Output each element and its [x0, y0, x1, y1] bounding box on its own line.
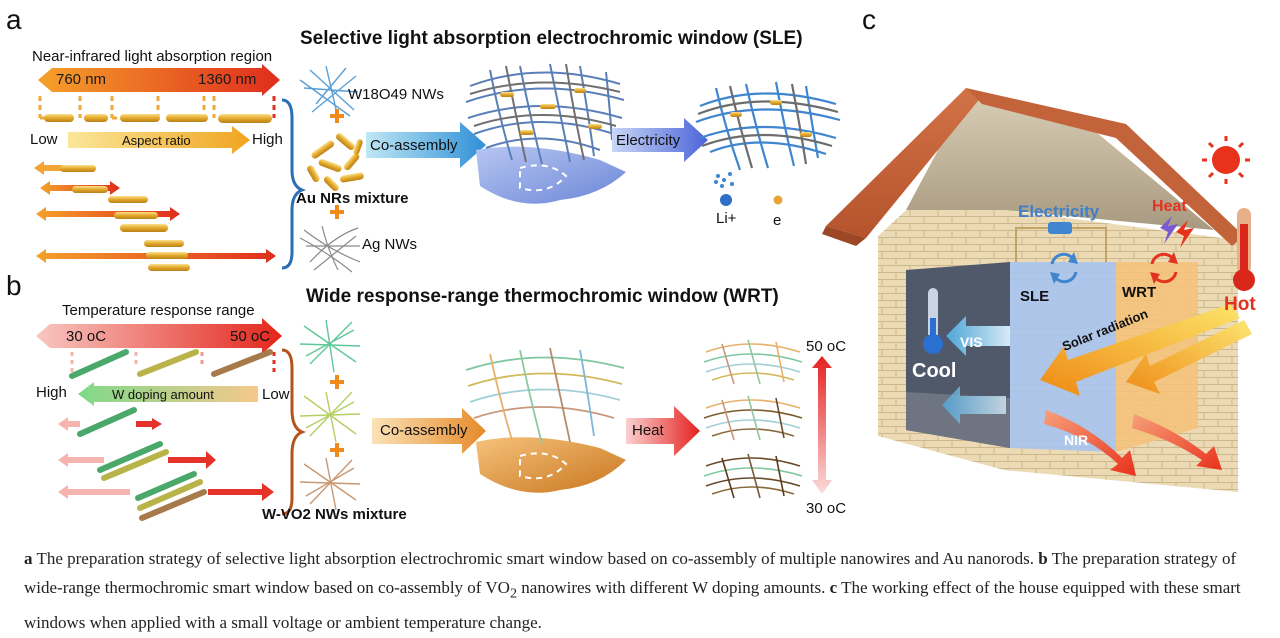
- nm-high-label: 1360 nm: [198, 71, 257, 88]
- house-sle-label: SLE: [1020, 288, 1050, 305]
- temp-high-label: 50 oC: [230, 328, 271, 345]
- co-assembly-label-a: Co-assembly: [370, 137, 458, 154]
- wrt-title: Wide response-range thermochromic window…: [306, 286, 779, 307]
- top-temp-label: 50 oC: [806, 338, 847, 355]
- caption-text-a: The preparation strategy of selective li…: [32, 549, 1039, 568]
- aspect-high-label: High: [252, 131, 283, 148]
- au-mixture-label: Au NRs mixture: [296, 190, 409, 207]
- solar-radiation-arrow: [1040, 304, 1240, 396]
- nir-arrow-2: [1132, 414, 1222, 470]
- vis-arrow: [946, 316, 1010, 356]
- co-assembly-label-b: Co-assembly: [380, 422, 468, 439]
- vo2-network-yellowgreen: [299, 391, 361, 443]
- nir-range-arrow: [38, 64, 280, 96]
- thermo-mesh-middle: [703, 395, 803, 441]
- brace-a: [281, 98, 307, 270]
- panel-letter-a: a: [6, 4, 22, 35]
- electricity-arrow: [612, 118, 708, 162]
- figure-graphics: [34, 63, 1255, 521]
- e-label: e: [773, 212, 782, 229]
- wrt-mesh-film: [465, 347, 626, 493]
- electricity-label-a: Electricity: [616, 132, 681, 149]
- nm-low-label: 760 nm: [56, 71, 107, 88]
- thermo-mesh-top: [703, 339, 803, 385]
- li-ion-icon: [714, 172, 734, 206]
- plus-signs-a: [330, 109, 344, 219]
- panel-letter-b: b: [6, 270, 22, 301]
- caption-text-c: The working effect of the house equipped…: [24, 578, 1241, 633]
- nir-region-label: Near-infrared light absorption region: [32, 48, 273, 65]
- doping-arrow: [78, 382, 258, 406]
- caption-text-b2: nanowires with different W doping amount…: [517, 578, 830, 597]
- vo2-network-green: [299, 319, 361, 373]
- caption-tag-b: b: [1038, 549, 1048, 568]
- electron-icon: [773, 195, 783, 205]
- house-vis-label: VIS: [960, 334, 983, 350]
- nir-arrow-1: [1044, 410, 1136, 476]
- aspect-ratio-label: Aspect ratio: [122, 133, 191, 148]
- w18o49-label: W18O49 NWs: [348, 86, 444, 103]
- brace-b: [281, 348, 307, 516]
- temperature-vertical-arrow: [812, 356, 832, 494]
- temp-range-label: Temperature response range: [62, 302, 255, 319]
- spectral-arrows-a: [34, 161, 276, 271]
- aspect-ratio-arrow: [68, 126, 250, 154]
- vo2-network-brown: [299, 457, 361, 511]
- w18o49-text: W18O49 NWs: [348, 86, 444, 103]
- hot-thermometer-icon: [1233, 208, 1255, 291]
- spectral-arrows-b: [58, 407, 274, 521]
- sun-icon: [1202, 136, 1250, 184]
- sle-title: Selective light absorption electrochromi…: [300, 28, 803, 49]
- caption-tag-a: a: [24, 549, 33, 568]
- co-assembly-arrow-a: [366, 122, 486, 168]
- co-assembly-arrow-b: [372, 408, 486, 454]
- caption-text-b1: The preparation strategy of wide-range t…: [24, 549, 1237, 597]
- temp-low-label: 30 oC: [66, 328, 107, 345]
- plus-signs-b: [330, 375, 344, 457]
- gold-nanorods-row: [44, 114, 272, 123]
- heat-lightning-icon: [1160, 216, 1194, 248]
- house-heat-label: Heat: [1152, 198, 1187, 215]
- vo2-mixture-label: W-VO2 NWs mixture: [262, 506, 407, 523]
- heat-arrow: [626, 406, 700, 456]
- thermo-mesh-bottom: [703, 453, 803, 499]
- house-wrt-label: WRT: [1122, 284, 1157, 301]
- house-cool-label: Cool: [912, 360, 957, 382]
- cycle-icon-wrt: [1150, 252, 1178, 284]
- cycle-icon-sle: [1050, 252, 1078, 284]
- ag-nanowires: [299, 225, 361, 273]
- bottom-temp-label: 30 oC: [806, 500, 847, 517]
- panel-letter-c: c: [862, 4, 876, 35]
- temp-dashed-guides: [70, 352, 276, 374]
- temperature-range-arrow: [36, 318, 282, 354]
- solar-arrow-2: [1126, 320, 1252, 394]
- vo2-nanowires-row: [69, 349, 273, 379]
- heat-label-b: Heat: [632, 422, 664, 439]
- au-nanorods-cluster: [307, 133, 364, 192]
- caption-tag-c: c: [829, 578, 838, 597]
- doping-label: W doping amount: [112, 387, 214, 402]
- li-label: Li+: [716, 210, 737, 227]
- ag-nws-label: Ag NWs: [362, 236, 418, 253]
- house-nir-label: NIR: [1064, 432, 1089, 448]
- aspect-low-label: Low: [30, 131, 58, 148]
- doping-high-label: High: [36, 384, 67, 401]
- sle-colored-mesh: [695, 81, 841, 171]
- doping-low-label: Low: [262, 386, 290, 403]
- figure-caption: a The preparation strategy of selective …: [24, 544, 1264, 637]
- vis-arrow-lower: [942, 386, 1006, 424]
- sle-mesh-film: [465, 63, 626, 204]
- caption-sub: 2: [509, 585, 518, 602]
- house-electricity-label: Electricity: [1018, 202, 1100, 221]
- house-hot-label: Hot: [1224, 294, 1256, 315]
